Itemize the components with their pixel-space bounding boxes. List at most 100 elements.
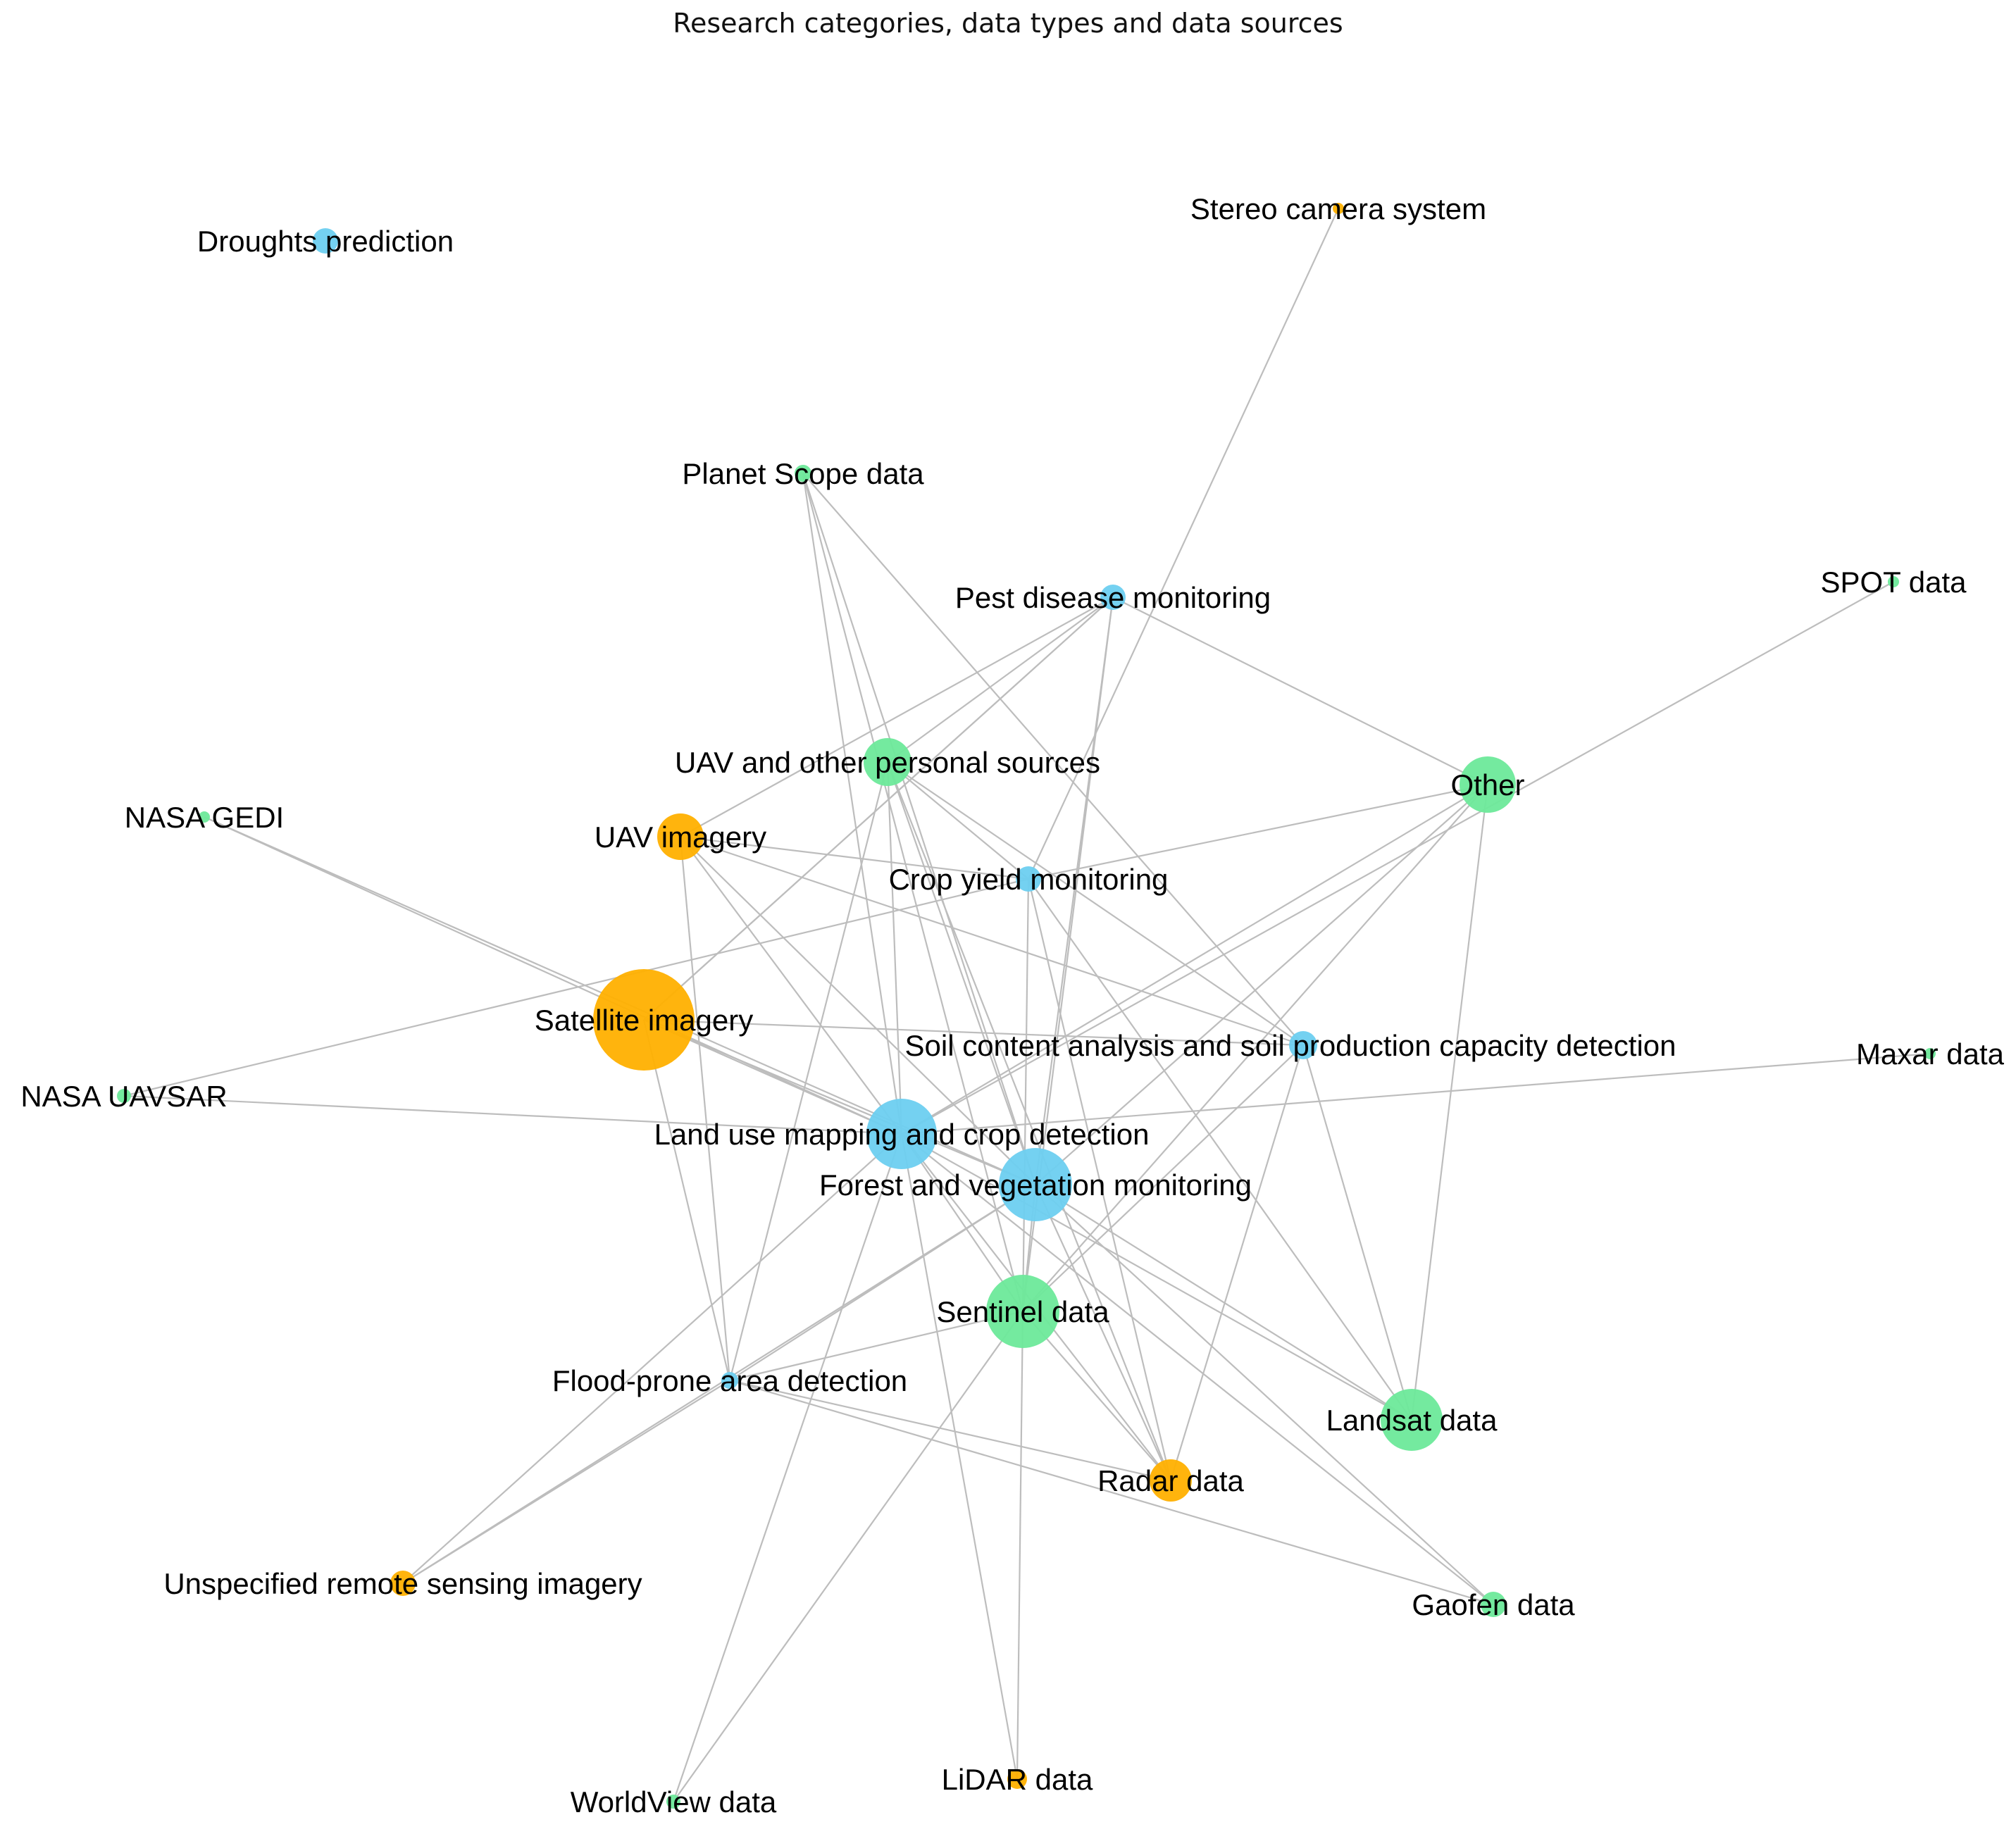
edge-soil-landsat	[1302, 1044, 1413, 1421]
edge-forest-radar	[1034, 1184, 1172, 1481]
edge-pest-forest	[1034, 597, 1114, 1185]
node-label-sentinel: Sentinel data	[936, 1295, 1109, 1328]
node-radar	[1150, 1459, 1192, 1502]
node-label-planet: Planet Scope data	[682, 457, 924, 490]
edge-planet-soil	[802, 473, 1304, 1046]
edge-uavimg-flood	[679, 836, 731, 1381]
node-label-cropyield: Crop yield monitoring	[889, 863, 1169, 896]
edge-sentinel-lidar	[1016, 1311, 1024, 1780]
node-label-radar: Radar data	[1097, 1464, 1244, 1497]
edge-uavsrc-landuse	[886, 761, 903, 1135]
edge-flood-radar	[729, 1379, 1171, 1482]
edge-uavsrc-soil	[887, 761, 1304, 1046]
node-label-other: Other	[1450, 768, 1524, 801]
edge-flood-gaofen	[729, 1379, 1494, 1606]
node-label-lidar: LiDAR data	[942, 1763, 1093, 1796]
node-label-soil: Soil content analysis and soil productio…	[905, 1029, 1676, 1062]
node-layer	[117, 203, 1936, 1809]
node-other	[1460, 756, 1516, 813]
node-label-landsat: Landsat data	[1326, 1404, 1498, 1437]
edge-pest-other	[1112, 597, 1488, 785]
edge-pest-uavsrc	[887, 597, 1114, 763]
edge-forest-landsat	[1035, 1184, 1412, 1421]
edge-cropyield-radar	[1027, 878, 1172, 1481]
node-uavsar	[117, 1089, 131, 1103]
edge-gedi-landuse	[204, 816, 902, 1135]
node-landuse	[866, 1099, 937, 1169]
edge-landuse-gaofen	[901, 1133, 1494, 1605]
edge-planet-sentinel	[802, 473, 1024, 1312]
edge-forest-unspec	[402, 1184, 1036, 1584]
edge-other-sentinel	[1022, 784, 1488, 1312]
node-label-uavsrc: UAV and other personal sources	[675, 746, 1100, 779]
node-gedi	[199, 811, 210, 823]
edge-other-landuse	[901, 784, 1488, 1135]
edge-uavsrc-forest	[886, 761, 1037, 1185]
edge-uavimg-landuse	[680, 836, 902, 1135]
node-pest	[1100, 585, 1126, 610]
edge-pest-uavimg	[680, 597, 1114, 837]
node-label-landuse: Land use mapping and crop detection	[654, 1118, 1150, 1151]
node-label-unspec: Unspecified remote sensing imagery	[163, 1567, 642, 1600]
node-label-spot: SPOT data	[1820, 566, 1967, 599]
edge-sentinel-flood	[729, 1310, 1023, 1382]
node-landsat	[1381, 1389, 1443, 1451]
edge-planet-forest	[802, 473, 1037, 1185]
edge-uavsrc-radar	[886, 761, 1172, 1481]
label-layer: Droughts prediction Stereo camera systemP…	[20, 192, 2004, 1819]
node-label-gaofen: Gaofen data	[1412, 1588, 1575, 1621]
edge-satellite-pest	[643, 597, 1114, 1021]
node-label-forest: Forest and vegetation monitoring	[819, 1168, 1252, 1202]
node-sentinel	[986, 1275, 1059, 1348]
node-spot	[1888, 576, 1899, 587]
node-maxar	[1924, 1048, 1936, 1059]
node-label-gedi: NASA GEDI	[125, 801, 284, 834]
node-uavimg	[657, 813, 704, 860]
node-label-stereo: Stereo camera system	[1190, 192, 1486, 225]
node-label-flood: Flood-prone area detection	[552, 1364, 907, 1397]
edge-landuse-landsat	[901, 1133, 1412, 1421]
graph-title: Research categories, data types and data…	[673, 8, 1343, 39]
node-unspec	[390, 1571, 416, 1596]
edge-uavsrc-cropyield	[887, 761, 1029, 880]
node-planet	[795, 465, 811, 482]
node-forest	[999, 1148, 1072, 1221]
edge-sentinel-radar	[1022, 1311, 1171, 1481]
edge-landuse-lidar	[900, 1133, 1019, 1780]
edge-uavsrc-flood	[728, 761, 889, 1381]
edge-uavimg-soil	[680, 835, 1304, 1047]
edge-cropyield-uavsar	[123, 878, 1029, 1097]
node-label-pest: Pest disease monitoring	[955, 581, 1271, 614]
edge-layer	[123, 208, 1931, 1802]
node-stereo	[1333, 203, 1344, 214]
node-cropyield	[1016, 866, 1041, 892]
edge-forest-gaofen	[1035, 1184, 1494, 1605]
node-lidar	[1007, 1769, 1027, 1789]
node-label-uavsar: NASA UAVSAR	[20, 1080, 227, 1113]
node-label-satellite: Satellite imagery	[535, 1004, 753, 1037]
edge-satellite-soil	[643, 1018, 1304, 1047]
node-label-droughts: Droughts prediction	[197, 225, 454, 258]
edge-landuse-unspec	[402, 1133, 902, 1584]
node-uavsrc	[864, 738, 911, 786]
edge-soil-radar	[1169, 1044, 1305, 1481]
node-gaofen	[1481, 1592, 1506, 1617]
edge-landuse-worldview	[672, 1133, 903, 1802]
edge-satellite-flood	[642, 1019, 731, 1381]
node-flood	[721, 1372, 738, 1389]
edge-uavsar-landuse	[123, 1094, 902, 1135]
edge-maxar-landuse	[901, 1052, 1931, 1135]
edge-other-landsat	[1410, 784, 1489, 1421]
node-label-worldview: WorldView data	[571, 1785, 777, 1819]
edge-stereo-cropyield	[1028, 208, 1339, 880]
edge-uavimg-cropyield	[680, 835, 1029, 880]
node-worldview	[666, 1795, 680, 1809]
node-label-uavimg: UAV imagery	[595, 821, 766, 854]
edge-sentinel-worldview	[673, 1311, 1023, 1802]
node-droughts	[313, 228, 338, 254]
edge-other-cropyield	[1028, 783, 1488, 880]
edge-cropyield-sentinel	[1021, 878, 1030, 1312]
edge-uavimg-forest	[680, 836, 1036, 1185]
node-satellite	[593, 969, 695, 1071]
